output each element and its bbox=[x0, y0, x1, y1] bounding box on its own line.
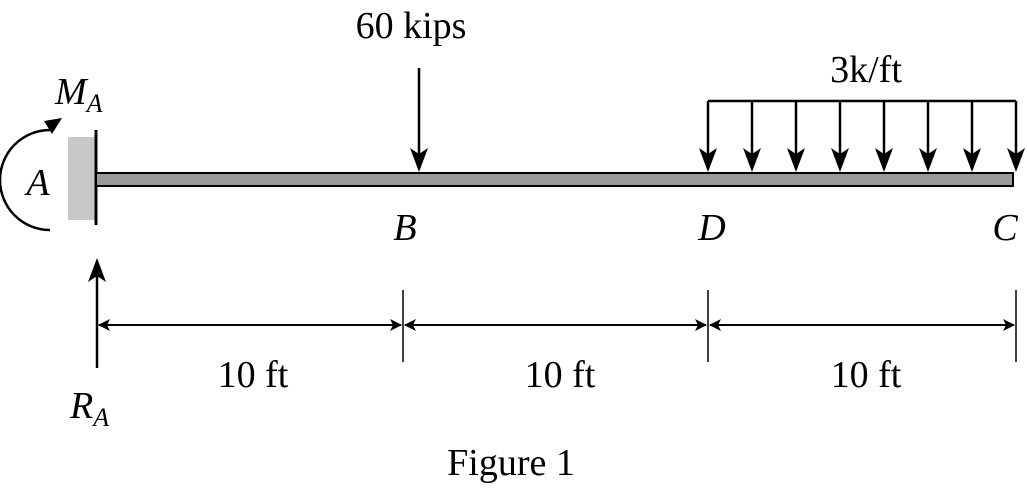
reaction-arrow-head bbox=[88, 258, 106, 282]
beam bbox=[95, 172, 1014, 187]
distributed-load-arrow-head bbox=[699, 148, 717, 172]
reaction-label: RA bbox=[69, 385, 109, 432]
point-c-label: C bbox=[992, 207, 1018, 249]
moment-arrow-head bbox=[44, 118, 62, 134]
distributed-load-arrow-head bbox=[743, 148, 761, 172]
dimension-label-dc: 10 ft bbox=[831, 354, 902, 396]
support-point-label: A bbox=[23, 162, 50, 204]
point-load-label: 60 kips bbox=[356, 5, 467, 47]
distributed-load-arrow-head bbox=[963, 148, 981, 172]
distributed-load-arrow-head bbox=[787, 148, 805, 172]
fixed-support-wall bbox=[68, 137, 95, 220]
moment-arrow bbox=[0, 128, 51, 232]
moment-label: MA bbox=[54, 71, 103, 118]
distributed-load-arrow-head bbox=[831, 148, 849, 172]
distributed-load-arrow-head bbox=[919, 148, 937, 172]
distributed-load-arrow-head bbox=[875, 148, 893, 172]
dimension-label-bd: 10 ft bbox=[525, 354, 596, 396]
point-load-arrow-head bbox=[410, 148, 428, 172]
distributed-load bbox=[699, 99, 1025, 172]
distributed-load-arrow-head bbox=[1007, 148, 1025, 172]
distributed-load-label: 3k/ft bbox=[830, 49, 902, 91]
figure-caption: Figure 1 bbox=[447, 442, 575, 484]
dimension-lines bbox=[96, 290, 1017, 365]
point-b-label: B bbox=[393, 207, 416, 249]
point-d-label: D bbox=[697, 207, 725, 249]
dimension-label-ab: 10 ft bbox=[218, 354, 289, 396]
